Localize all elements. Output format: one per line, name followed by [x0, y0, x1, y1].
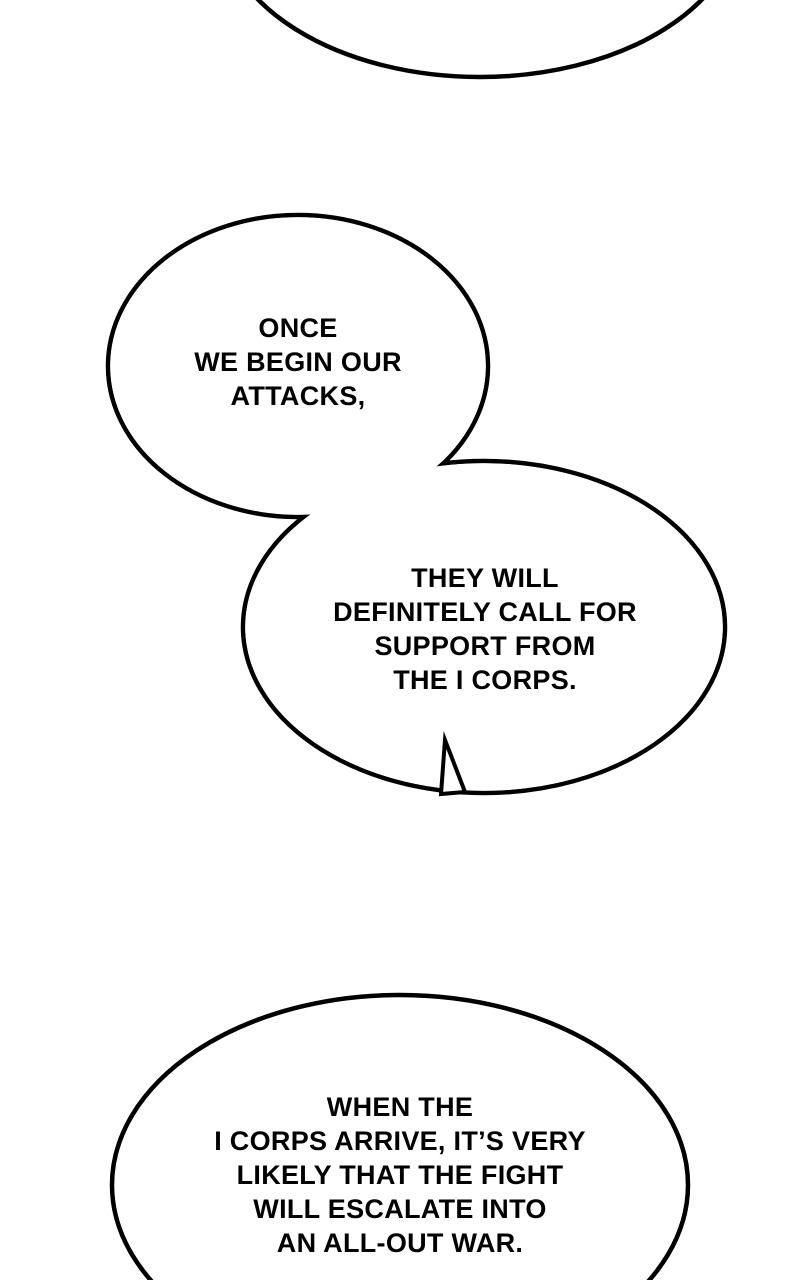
dialogue-line: WILL ESCALATE INTO: [253, 1194, 547, 1224]
dialogue-once-bubble: ONCE WE BEGIN OUR ATTACKS,: [128, 311, 468, 413]
dialogue-line: THEY WILL: [411, 563, 559, 593]
dialogue-line: WE BEGIN OUR: [194, 347, 402, 377]
speech-bubble-support-fill: [245, 463, 723, 791]
speech-bubble-war-outline: [109, 992, 691, 1280]
dialogue-line: WHEN THE: [326, 1092, 474, 1122]
dialogue-line: ATTACKS,: [230, 381, 366, 411]
speech-bubble-tail: [438, 730, 468, 797]
dialogue-line: THE I CORPS.: [393, 665, 577, 695]
dialogue-war-bubble: WHEN THE I CORPS ARRIVE, IT’S VERY LIKEL…: [170, 1090, 630, 1260]
dialogue-line: I CORPS ARRIVE, IT’S VERY: [214, 1126, 586, 1156]
dialogue-line: DEFINITELY CALL FOR: [333, 597, 637, 627]
dialogue-line: ONCE: [258, 313, 338, 343]
speech-bubble-once-fill: [110, 217, 486, 515]
dialogue-support-bubble: THEY WILL DEFINITELY CALL FOR SUPPORT FR…: [285, 561, 685, 697]
dialogue-line: SUPPORT FROM: [374, 631, 596, 661]
dialogue-line: LIKELY THAT THE FIGHT: [236, 1160, 564, 1190]
speech-bubble-top-outline: [255, 0, 705, 80]
dialogue-line: AN ALL-OUT WAR.: [276, 1228, 524, 1258]
